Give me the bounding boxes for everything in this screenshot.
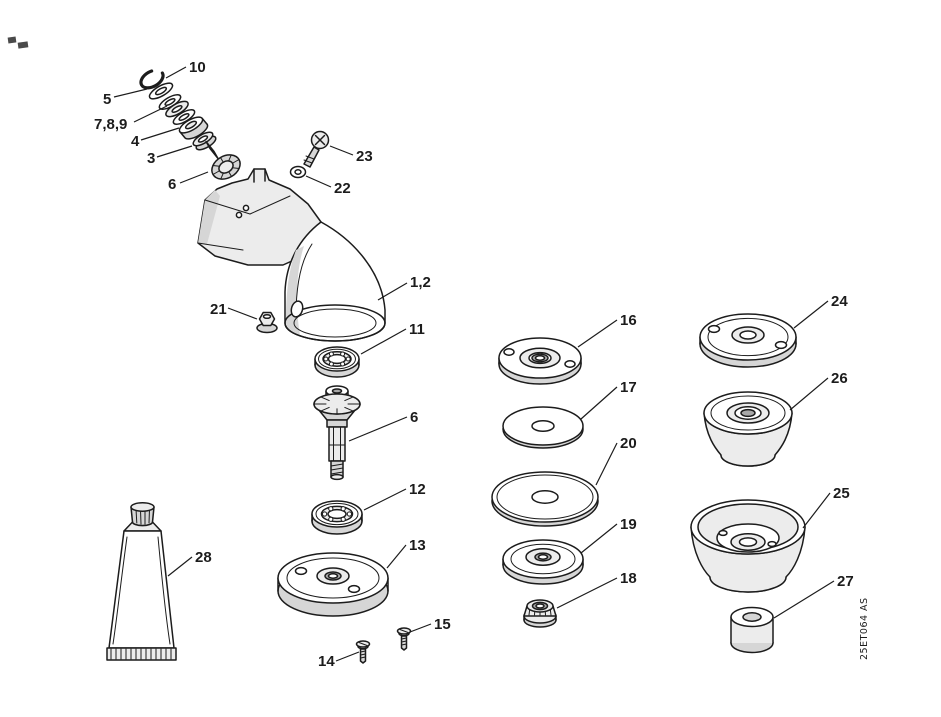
callout-16: 16 (620, 312, 637, 329)
ball-bearing-part-12 (311, 500, 363, 535)
washer-part-17 (502, 406, 584, 449)
callout-7-8-9: 7,8,9 (94, 116, 127, 133)
washer-part-20 (491, 471, 599, 527)
collar-nut-part-18 (523, 599, 557, 628)
callout-26: 26 (831, 370, 848, 387)
callout-10: 10 (189, 59, 206, 76)
washer-part-5 (148, 82, 174, 100)
bearing-cup-part-26 (703, 391, 793, 467)
spacer-part-27 (730, 606, 774, 654)
washer-part-22 (289, 165, 307, 179)
callout-25: 25 (833, 485, 850, 502)
callout-17: 17 (620, 379, 637, 396)
gear-housing-parts-1-2 (197, 168, 386, 342)
callout-27: 27 (837, 573, 854, 590)
clamp-shell-part-25 (690, 499, 806, 593)
bolt-part-21 (256, 311, 278, 334)
flange-plate-part-13 (277, 552, 389, 617)
callout-21: 21 (210, 301, 227, 318)
callout-24: 24 (831, 293, 848, 310)
ball-bearing-part-11 (314, 346, 360, 378)
callout-22: 22 (334, 180, 351, 197)
thrust-plate-part-19 (502, 539, 584, 585)
callout-19: 19 (620, 516, 637, 533)
cover-cap-part-24 (699, 313, 797, 368)
thrust-washer-part-16 (498, 337, 582, 385)
bevel-pinion-part-6 (205, 140, 241, 180)
callout-6-pinion: 6 (168, 176, 176, 193)
callout-5: 5 (103, 91, 111, 108)
screw-part-23 (303, 130, 330, 168)
callout-13: 13 (409, 537, 426, 554)
callout-11: 11 (409, 321, 425, 338)
callout-23: 23 (356, 148, 373, 165)
callout-3: 3 (147, 150, 155, 167)
callout-14: 14 (318, 653, 335, 670)
scan-artifact (7, 36, 29, 49)
callout-4: 4 (131, 133, 140, 150)
callout-18: 18 (620, 570, 637, 587)
grease-tube-part-28 (106, 502, 177, 661)
callout-1-2: 1,2 (410, 274, 431, 291)
bearing-part-4 (178, 116, 209, 140)
drawing-number: 25ET064 AS (859, 597, 870, 660)
callout-20: 20 (620, 435, 637, 452)
callout-12: 12 (409, 481, 426, 498)
gear-shaft-part-6 (313, 385, 361, 481)
screw-part-15 (396, 627, 412, 651)
callout-labels: 10 5 7,8,9 4 3 6 23 22 1,2 21 11 6 12 13… (94, 59, 854, 670)
screw-part-14 (355, 640, 371, 664)
retaining-ring-part-10 (139, 68, 165, 90)
callout-15: 15 (434, 616, 451, 633)
callout-6-shaft: 6 (410, 409, 418, 426)
leader-lines (113, 66, 835, 662)
callout-28: 28 (195, 549, 212, 566)
